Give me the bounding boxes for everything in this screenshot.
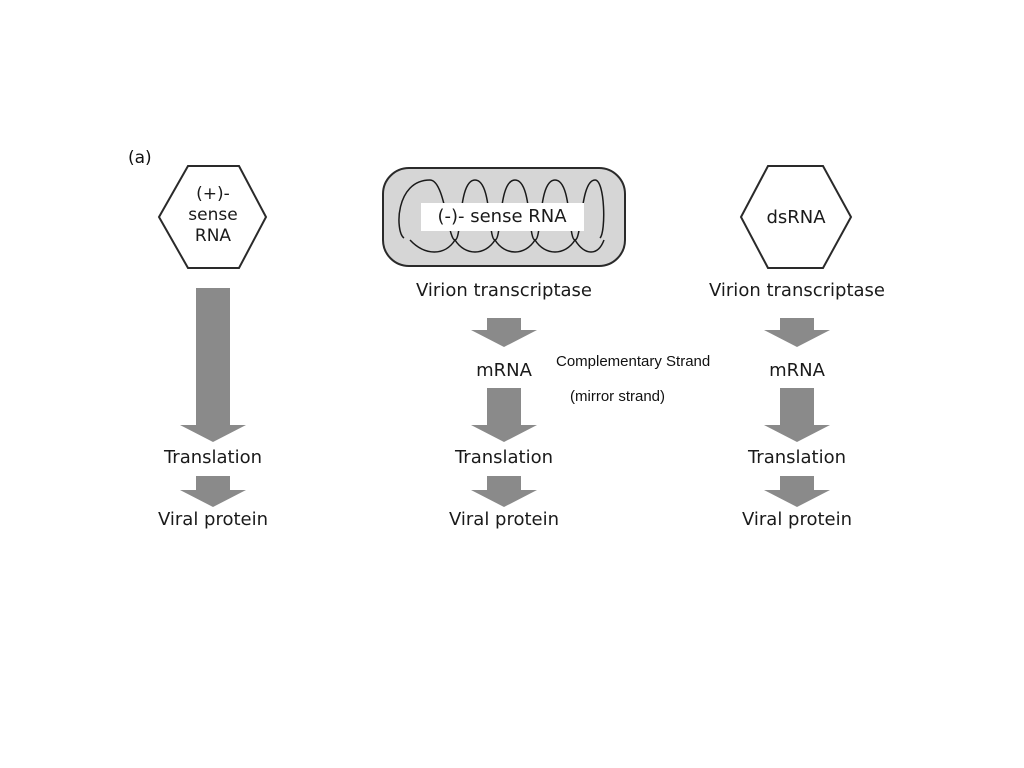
mirror-strand-note: (mirror strand) bbox=[570, 388, 666, 405]
minus-sense-translation-label: Translation bbox=[454, 447, 554, 468]
plus-sense-genome-label: (+)- sense RNA bbox=[188, 184, 237, 247]
plus-sense-translation-label: Translation bbox=[163, 447, 263, 468]
ds-rna-mrna-label: mRNA bbox=[769, 360, 825, 381]
plus-sense-hexagon bbox=[157, 165, 268, 269]
plus-sense-line-1: (+)- bbox=[196, 184, 230, 204]
panel-label: (a) bbox=[128, 148, 152, 168]
plus-sense-line-2: sense bbox=[188, 205, 238, 225]
ds-rna-genome-label: dsRNA bbox=[766, 207, 826, 228]
complementary-strand-note: Complementary Strand bbox=[556, 353, 711, 370]
ds-rna-mrna-arrow bbox=[764, 318, 830, 347]
ds-rna-protein-arrow bbox=[764, 476, 830, 507]
minus-sense-protein-arrow bbox=[471, 476, 537, 507]
minus-sense-translation-arrow bbox=[471, 388, 537, 442]
ds-rna-hexagon bbox=[739, 165, 853, 269]
ds-rna-enzyme-label: Virion transcriptase bbox=[708, 280, 886, 301]
ds-rna-translation-arrow bbox=[764, 388, 830, 442]
ds-rna-translation-label: Translation bbox=[747, 447, 847, 468]
plus-sense-protein-arrow bbox=[180, 476, 246, 507]
minus-sense-protein-label: Viral protein bbox=[448, 509, 560, 530]
minus-sense-enzyme-label: Virion transcriptase bbox=[415, 280, 593, 301]
minus-sense-mrna-label: mRNA bbox=[476, 360, 532, 381]
plus-sense-protein-label: Viral protein bbox=[157, 509, 269, 530]
plus-sense-long-arrow bbox=[180, 288, 246, 442]
plus-sense-line-3: RNA bbox=[194, 226, 232, 246]
minus-sense-label-bg bbox=[421, 203, 584, 231]
minus-sense-genome-label: (-)- sense RNA bbox=[437, 206, 567, 227]
minus-sense-mrna-arrow bbox=[471, 318, 537, 347]
ds-rna-protein-label: Viral protein bbox=[741, 509, 853, 530]
